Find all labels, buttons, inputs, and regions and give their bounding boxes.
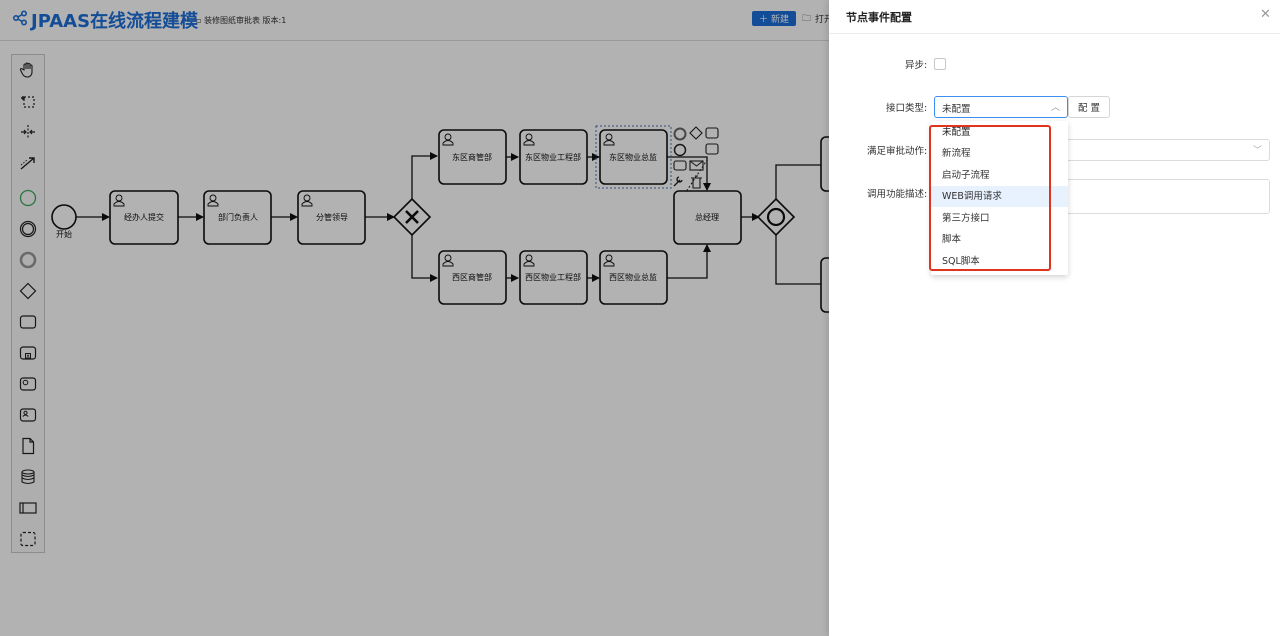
- interface-type-value: 未配置: [942, 104, 971, 115]
- svg-text:西区物业工程部: 西区物业工程部: [525, 272, 581, 282]
- task-west-merchant[interactable]: 西区商管部: [438, 250, 507, 305]
- drawer-header: 节点事件配置 ✕: [829, 0, 1280, 34]
- svg-text:东区物业总监: 东区物业总监: [609, 152, 657, 162]
- interface-type-label: 接口类型:: [886, 103, 928, 114]
- task-partial-top[interactable]: [820, 136, 829, 192]
- plus-icon: ＋: [758, 15, 768, 25]
- task-west-property-director[interactable]: 西区物业总监: [599, 250, 668, 305]
- start-event[interactable]: [51, 204, 77, 230]
- tool-palette: [11, 54, 45, 553]
- new-button[interactable]: ＋新建: [752, 11, 796, 26]
- append-intermediate-event-icon[interactable]: [673, 143, 687, 157]
- end-event-icon[interactable]: [16, 248, 40, 272]
- share-icon: [12, 10, 28, 30]
- task-west-property-eng[interactable]: 西区物业工程部: [519, 250, 588, 305]
- task-dept-head[interactable]: 部门负责人: [203, 190, 272, 245]
- drawer-title: 节点事件配置: [846, 11, 912, 24]
- append-task-icon[interactable]: [705, 127, 719, 139]
- service-task-icon[interactable]: [16, 372, 40, 396]
- close-icon[interactable]: ✕: [1260, 7, 1271, 22]
- start-event-icon[interactable]: [16, 186, 40, 210]
- option-third-party-api[interactable]: 第三方接口: [942, 213, 990, 224]
- config-button[interactable]: 配 置: [1068, 96, 1110, 118]
- append-user-task-icon[interactable]: [673, 160, 687, 171]
- user-icon: [442, 254, 454, 267]
- lasso-tool-icon[interactable]: [16, 89, 40, 113]
- process-diagram: 开始 经办人提交 部门负责人 分管领导 东区商管部 东区: [51, 125, 829, 313]
- task-submit[interactable]: 经办人提交: [109, 190, 179, 245]
- option-new-process[interactable]: 新流程: [942, 148, 971, 159]
- option-web-request[interactable]: WEB调用请求: [931, 186, 1068, 207]
- task-icon[interactable]: [16, 310, 40, 334]
- user-icon: [207, 194, 219, 207]
- svg-text:分管领导: 分管领导: [316, 212, 348, 222]
- start-label: 开始: [56, 229, 72, 239]
- async-checkbox[interactable]: [934, 58, 946, 70]
- option-sql-script[interactable]: SQL脚本: [942, 256, 980, 267]
- trash-icon[interactable]: [691, 175, 702, 189]
- hand-tool-icon[interactable]: [16, 58, 40, 82]
- option-unconfigured[interactable]: 未配置: [942, 127, 971, 138]
- user-icon: [603, 254, 615, 267]
- app-logo: JPAAS在线流程建模: [12, 6, 198, 34]
- svg-text:西区商管部: 西区商管部: [452, 272, 492, 282]
- option-start-subprocess[interactable]: 启动子流程: [942, 170, 990, 181]
- approval-action-label: 满足审批动作:: [867, 146, 928, 157]
- svg-text:东区商管部: 东区商管部: [452, 152, 492, 162]
- connect-tool-icon[interactable]: [16, 151, 40, 175]
- pool-icon[interactable]: [16, 496, 40, 520]
- interface-type-dropdown: 未配置 新流程 启动子流程 WEB调用请求 第三方接口 脚本 SQL脚本: [931, 121, 1068, 275]
- open-button[interactable]: 🗀打开: [802, 11, 842, 26]
- highlight-box: [929, 125, 1051, 271]
- space-tool-icon[interactable]: [16, 120, 40, 144]
- append-service-task-icon[interactable]: [705, 143, 719, 155]
- append-gateway-icon[interactable]: [689, 126, 703, 140]
- user-icon: [523, 133, 535, 146]
- subprocess-icon[interactable]: [16, 341, 40, 365]
- task-east-property-director[interactable]: 东区物业总监: [595, 125, 672, 189]
- svg-text:经办人提交: 经办人提交: [124, 212, 164, 222]
- user-icon: [113, 194, 125, 207]
- node-event-config-drawer: 节点事件配置 ✕ 异步: 接口类型: 未配置 ︿ 配 置 满足审批动作: ﹀ 调…: [829, 0, 1280, 636]
- app-title: JPAAS在线流程建模: [31, 11, 199, 32]
- async-label: 异步:: [905, 60, 928, 71]
- task-partial-bottom[interactable]: [820, 257, 829, 313]
- user-icon: [603, 133, 615, 146]
- parallel-gateway[interactable]: [756, 197, 796, 237]
- gateway-icon[interactable]: [16, 279, 40, 303]
- user-icon: [442, 133, 454, 146]
- data-object-icon[interactable]: [16, 434, 40, 458]
- exclusive-gateway[interactable]: [392, 197, 432, 237]
- modal-mask[interactable]: [0, 0, 829, 636]
- task-general-manager[interactable]: 总经理: [673, 190, 742, 245]
- mail-icon[interactable]: [689, 160, 704, 171]
- task-east-property-eng[interactable]: 东区物业工程部: [519, 129, 588, 185]
- intermediate-event-icon[interactable]: [16, 217, 40, 241]
- data-store-icon[interactable]: [16, 465, 40, 489]
- user-task-icon[interactable]: [16, 403, 40, 427]
- document-icon: ▫: [196, 16, 202, 25]
- svg-text:总经理: 总经理: [695, 212, 719, 222]
- svg-text:东区物业工程部: 东区物业工程部: [525, 152, 581, 162]
- group-icon[interactable]: [16, 527, 40, 551]
- document-name: ▫ 装修图纸审批表 版本:1: [196, 16, 287, 25]
- user-icon: [301, 194, 313, 207]
- chevron-down-icon: ﹀: [1252, 146, 1262, 156]
- description-label: 调用功能描述:: [867, 189, 928, 200]
- option-script[interactable]: 脚本: [942, 234, 962, 245]
- task-division-lead[interactable]: 分管领导: [297, 190, 366, 245]
- append-end-event-icon[interactable]: [673, 127, 687, 141]
- task-east-merchant[interactable]: 东区商管部: [438, 129, 507, 185]
- folder-icon: 🗀: [802, 13, 812, 24]
- user-icon: [523, 254, 535, 267]
- svg-text:西区物业总监: 西区物业总监: [609, 272, 657, 282]
- wrench-icon[interactable]: [673, 176, 683, 187]
- interface-type-select[interactable]: 未配置 ︿: [934, 96, 1068, 118]
- chevron-up-icon: ︿: [1050, 103, 1060, 113]
- svg-text:部门负责人: 部门负责人: [218, 212, 258, 222]
